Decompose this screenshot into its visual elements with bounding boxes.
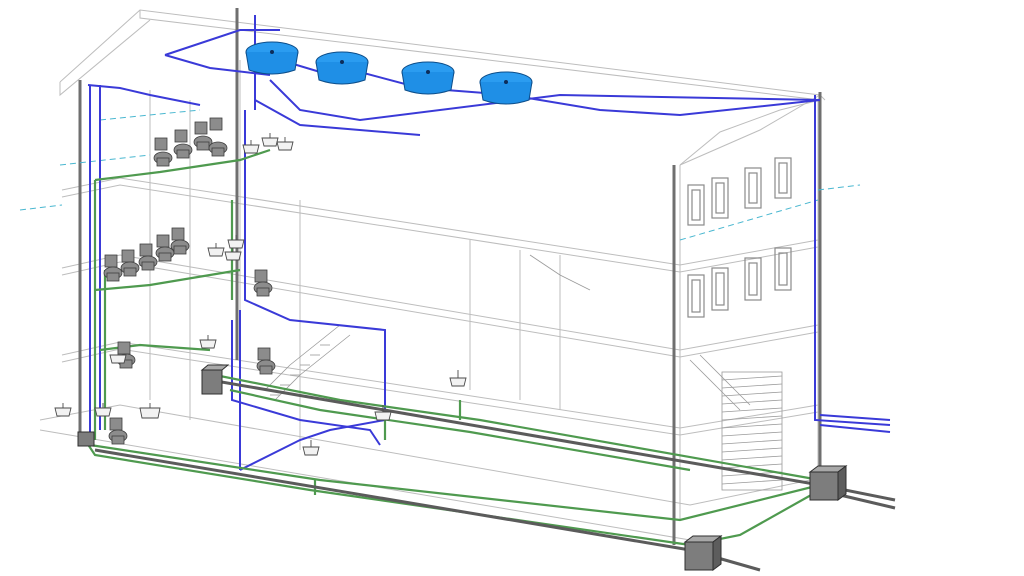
toilet	[155, 234, 175, 262]
toilet	[108, 417, 128, 445]
facade-windows	[687, 157, 792, 318]
sink	[207, 243, 225, 257]
toilet	[256, 347, 276, 375]
inspection-boxes	[77, 364, 848, 571]
vertical-columns	[78, 8, 822, 545]
sinks	[54, 133, 467, 456]
sink	[224, 247, 242, 261]
sink	[374, 405, 392, 421]
tank-feed-line	[164, 29, 280, 56]
left-collector-box	[77, 431, 95, 447]
inspection-box-front	[683, 535, 723, 571]
inspection-box-right	[808, 465, 848, 501]
sink	[302, 440, 320, 456]
toilet	[193, 121, 213, 151]
sink	[199, 335, 217, 349]
roof-left	[59, 19, 151, 97]
toilet	[138, 243, 158, 271]
pump-box	[200, 364, 230, 395]
water-tank-4	[479, 71, 533, 105]
roof-outline	[59, 9, 826, 101]
vent-lines	[19, 109, 861, 241]
floor-slab-1b	[61, 348, 819, 436]
sink	[261, 133, 279, 147]
roof-eave-right	[679, 94, 821, 166]
sink	[139, 403, 161, 419]
sink	[109, 350, 127, 364]
water-tank-2	[315, 51, 369, 85]
sink	[276, 137, 294, 151]
toilet	[170, 227, 190, 255]
garage-shutter	[721, 371, 783, 491]
sink	[54, 403, 72, 417]
toilet	[208, 117, 228, 157]
sink	[94, 403, 112, 417]
staircase	[264, 254, 751, 411]
cold-water-network	[87, 15, 891, 471]
drainage-network	[84, 148, 821, 547]
water-tank-1	[245, 41, 299, 75]
water-tanks	[245, 41, 533, 105]
toilet	[153, 137, 173, 167]
toilets	[103, 117, 276, 445]
sink	[449, 370, 467, 387]
toilet	[253, 269, 273, 297]
sink	[227, 235, 245, 249]
toilet	[173, 129, 193, 159]
water-tank-3	[401, 61, 455, 95]
toilet	[120, 249, 140, 277]
toilet	[103, 254, 123, 282]
roof-ridge	[139, 10, 821, 101]
roof-gable	[679, 99, 821, 166]
sink	[242, 140, 260, 154]
